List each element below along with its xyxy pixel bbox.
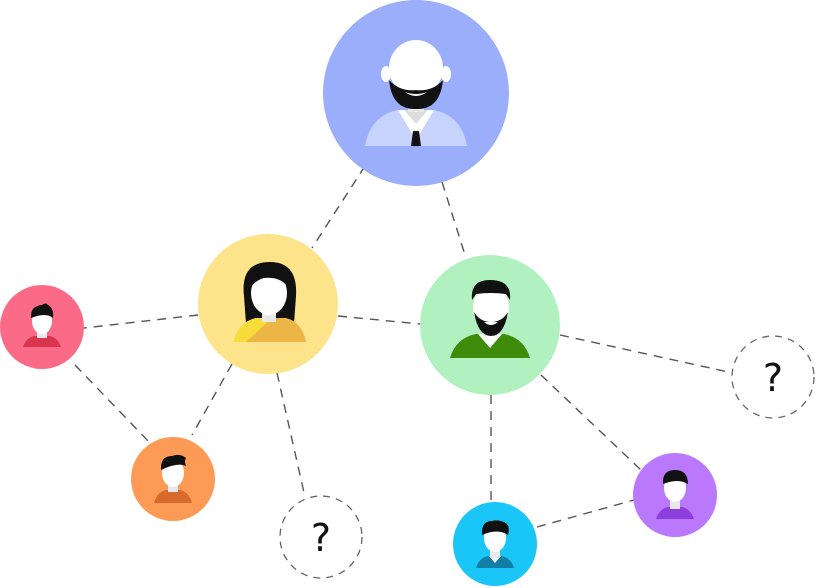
node-unknown-2[interactable]: ? xyxy=(731,335,815,419)
man-icon xyxy=(476,520,514,568)
edge-cyan-purple xyxy=(536,499,635,528)
edge-woman-bearded xyxy=(337,315,421,325)
edge-root-bearded xyxy=(441,181,467,259)
node-unknown-2-label: ? xyxy=(763,356,783,400)
edges xyxy=(74,165,734,528)
edge-woman-pink xyxy=(83,314,199,329)
node-unknown-1-circle xyxy=(279,495,363,579)
edge-root-woman xyxy=(311,165,366,249)
man-icon xyxy=(23,303,61,347)
man-icon xyxy=(656,470,694,519)
node-bearded[interactable] xyxy=(420,255,560,395)
node-unknown-2-circle xyxy=(731,335,815,419)
edge-woman-unknown1 xyxy=(276,372,306,498)
man-icon xyxy=(154,454,192,503)
node-pink[interactable] xyxy=(0,285,84,369)
node-root[interactable] xyxy=(323,0,509,186)
edge-bearded-unknown2 xyxy=(559,334,734,374)
node-orange[interactable] xyxy=(131,437,215,521)
edge-bearded-purple xyxy=(540,374,642,471)
man-beard-tie-icon xyxy=(365,40,467,146)
edge-woman-orange xyxy=(191,363,233,436)
woman-icon xyxy=(234,262,306,342)
man-beard-icon xyxy=(450,280,530,358)
edge-pink-orange xyxy=(74,364,151,444)
node-cyan[interactable] xyxy=(453,502,537,586)
node-unknown-1[interactable]: ? xyxy=(279,495,363,579)
node-unknown-1-label: ? xyxy=(311,516,331,560)
node-woman[interactable] xyxy=(198,234,338,374)
node-purple[interactable] xyxy=(633,453,717,537)
